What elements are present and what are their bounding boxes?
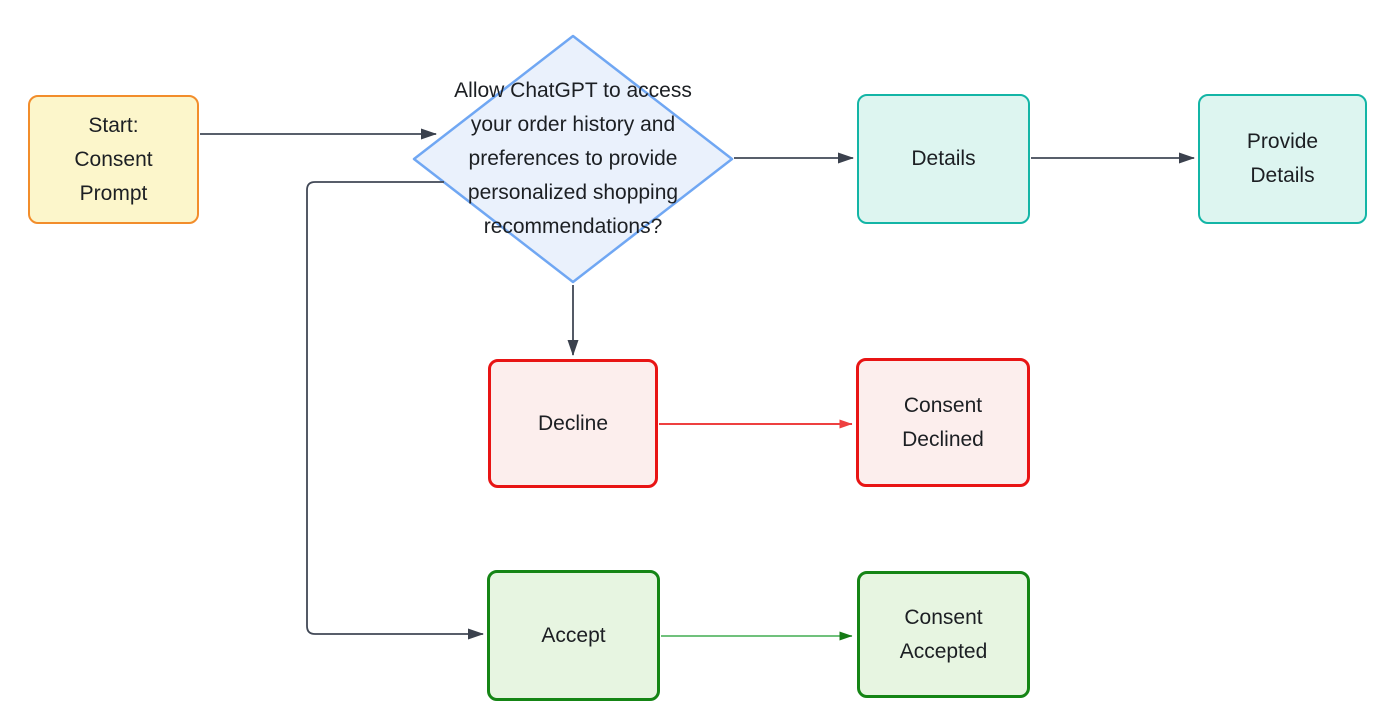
node-provide-details: Provide Details xyxy=(1198,94,1367,224)
node-decision-shape xyxy=(412,34,734,284)
node-details: Details xyxy=(857,94,1030,224)
node-consent-declined: Consent Declined xyxy=(856,358,1030,487)
node-decision-label: Allow ChatGPT to access your order histo… xyxy=(454,79,692,238)
node-start: Start: Consent Prompt xyxy=(28,95,199,224)
node-accept: Accept xyxy=(487,570,660,701)
edge-decision-to-accept xyxy=(306,181,484,640)
node-consent-accepted: Consent Accepted xyxy=(857,571,1030,698)
node-decline: Decline xyxy=(488,359,658,488)
